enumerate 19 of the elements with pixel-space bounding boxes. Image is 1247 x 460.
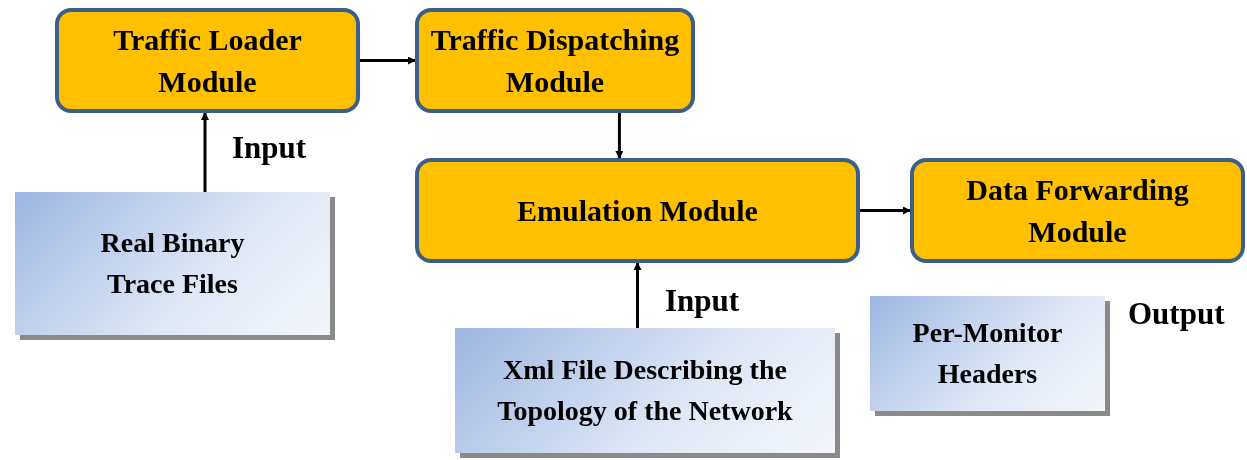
arrow bbox=[860, 206, 911, 215]
node-text: Xml File Describing the Topology of the Network bbox=[496, 352, 794, 428]
node-text: Real Binary Trace Files bbox=[99, 225, 246, 301]
node-text: Data Forwarding Module bbox=[965, 171, 1190, 250]
node-text: Traffic Loader Module bbox=[112, 21, 303, 100]
module-box bbox=[415, 158, 860, 263]
module-box bbox=[55, 8, 360, 113]
module-box bbox=[415, 8, 695, 113]
arrow bbox=[615, 113, 624, 159]
edge-label: Input bbox=[232, 130, 307, 166]
arrow bbox=[201, 112, 209, 192]
arrow bbox=[633, 262, 642, 328]
output-label: Output bbox=[1128, 296, 1225, 332]
node-text: Emulation Module bbox=[517, 192, 758, 229]
edge-label: Input bbox=[665, 283, 740, 319]
module-box bbox=[910, 158, 1245, 263]
node-text: Per-Monitor Headers bbox=[911, 315, 1064, 391]
arrow bbox=[360, 56, 416, 65]
node-text: Traffic Dispatching Module bbox=[429, 21, 681, 100]
